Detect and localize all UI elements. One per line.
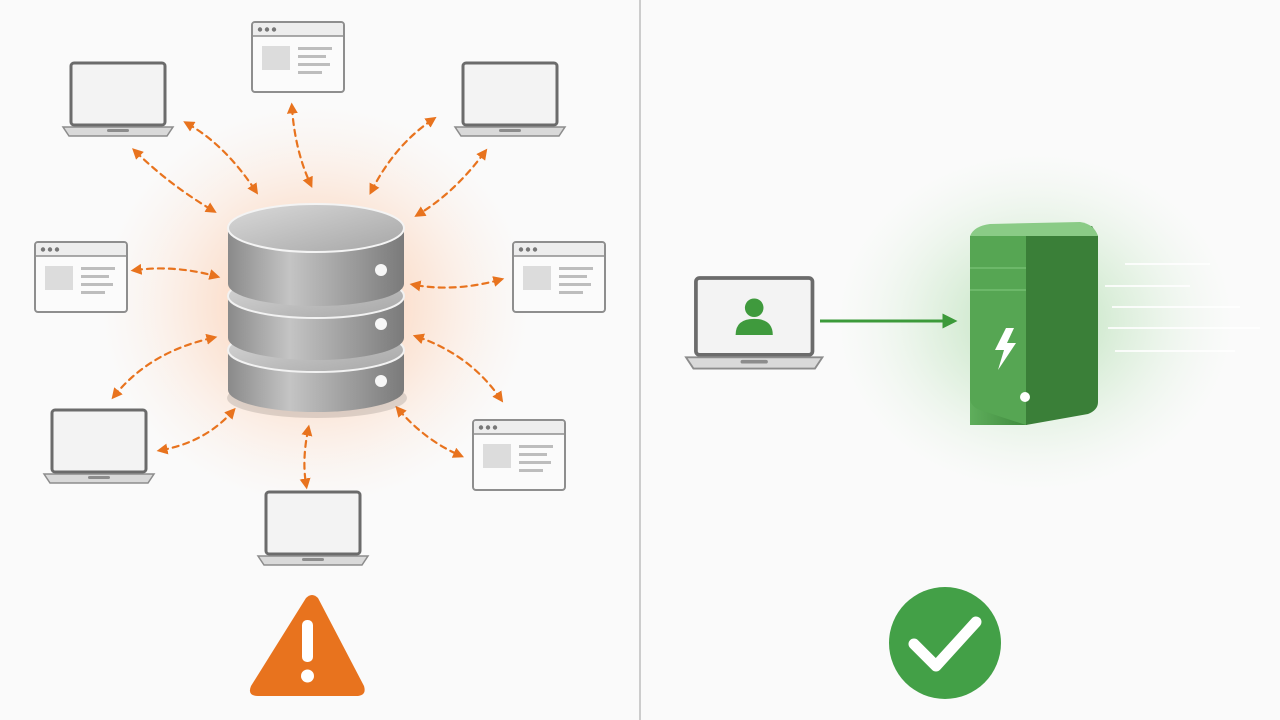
- laptop-icon: [61, 61, 175, 138]
- left-panel: [34, 21, 606, 696]
- connection-arrow: [299, 424, 313, 490]
- connection-arrow: [111, 333, 218, 400]
- laptop-icon: [453, 61, 567, 138]
- power-light: [1020, 392, 1030, 402]
- laptop-user-icon: [684, 276, 825, 371]
- disk-indicator-light: [375, 318, 387, 330]
- browser-window-icon: [251, 21, 345, 93]
- connection-arrow: [412, 333, 504, 403]
- connection-arrow: [395, 405, 465, 458]
- connection-arrow: [183, 121, 259, 195]
- checkmark-circle-icon: [889, 587, 1001, 699]
- browser-window-icon: [34, 241, 128, 313]
- connection-arrow: [130, 263, 221, 280]
- disk-indicator-light: [375, 375, 387, 387]
- warning-triangle-icon: [249, 595, 365, 696]
- browser-window-icon: [472, 419, 566, 491]
- connection-arrow: [369, 116, 437, 195]
- connection-arrow: [414, 148, 488, 217]
- connection-arrow: [409, 276, 505, 292]
- server-lightning-icon: [970, 222, 1098, 425]
- speed-lines: [1105, 263, 1260, 352]
- laptop-icon: [42, 408, 156, 485]
- right-panel: [684, 152, 1260, 699]
- connection-arrow: [286, 102, 313, 189]
- database-cylinder-icon: [227, 203, 407, 418]
- connection-arrow: [132, 148, 217, 213]
- disk-indicator-light: [375, 264, 387, 276]
- dashed-connections: [111, 102, 505, 490]
- connection-arrow: [156, 407, 236, 455]
- laptop-icon: [256, 490, 370, 567]
- browser-window-icon: [512, 241, 606, 313]
